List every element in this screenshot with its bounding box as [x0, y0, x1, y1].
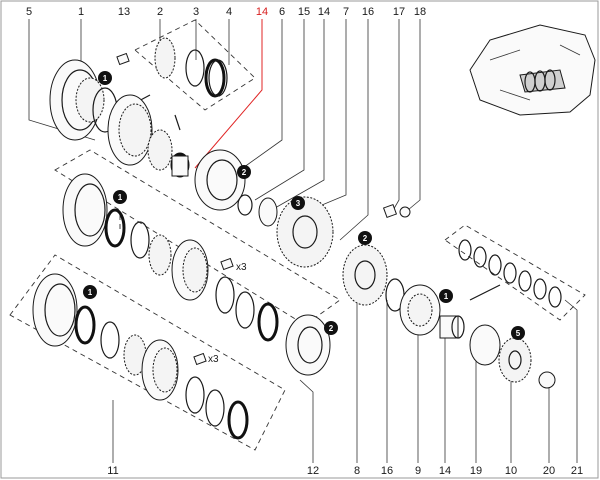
callout-17-top: 17	[393, 6, 405, 18]
callout-14-top-highlighted: 14	[256, 6, 268, 18]
marker-1-right: 1	[444, 292, 449, 301]
marker-1-middle: 1	[118, 193, 123, 202]
callout-6-top: 6	[279, 6, 285, 18]
callout-14-bottom: 14	[439, 465, 451, 477]
circle-markers: 1 2 1 3 2 1 2 1 1 5	[83, 71, 525, 340]
marker-3: 3	[296, 199, 301, 208]
marker-1-top: 1	[103, 74, 108, 83]
callout-11-bottom: 11	[107, 465, 118, 477]
callout-8-bottom: 8	[354, 465, 360, 477]
marker-2-top: 2	[242, 168, 247, 177]
callout-2-top: 2	[157, 6, 163, 18]
callout-16-bottom: 16	[381, 465, 393, 477]
callout-19-bottom: 19	[470, 465, 482, 477]
callout-1-top: 1	[78, 6, 84, 18]
transmission-housing-inset	[469, 24, 596, 116]
synchro-inset-top	[134, 19, 256, 131]
right-shim-group	[444, 224, 586, 321]
callout-18-top: 18	[414, 6, 426, 18]
right-gear-train	[342, 244, 556, 389]
callout-9-bottom: 9	[415, 465, 421, 477]
quantity-label-lower: x3	[208, 354, 219, 365]
callout-4-top: 4	[226, 6, 232, 18]
lower-synchro-group: x3	[9, 254, 286, 451]
marker-5: 5	[516, 329, 521, 338]
bottom-callouts: 11 12 8 16 9 14 19 10 20 21	[107, 465, 583, 477]
middle-synchro-group: x3	[54, 149, 341, 376]
callout-15-top: 15	[298, 6, 310, 18]
callout-16-top: 16	[362, 6, 374, 18]
marker-2-middle: 2	[329, 324, 334, 333]
top-callouts: 5 1 13 2 3 4 14 6 15 14 7 16 17 18	[26, 6, 426, 18]
marker-2-right: 2	[363, 234, 368, 243]
top-gear-row	[49, 59, 411, 268]
callout-20-bottom: 20	[543, 465, 555, 477]
bottom-leader-lines	[112, 295, 578, 463]
callout-14-top: 14	[318, 6, 330, 18]
callout-21-bottom: 21	[571, 465, 583, 477]
part-13-key	[116, 52, 130, 66]
callout-13-top: 13	[118, 6, 130, 18]
callout-10-bottom: 10	[505, 465, 517, 477]
callout-7-top: 7	[343, 6, 349, 18]
marker-1-lower: 1	[88, 288, 93, 297]
callout-3-top: 3	[193, 6, 199, 18]
callout-12-bottom: 12	[307, 465, 319, 477]
callout-5-top: 5	[26, 6, 32, 18]
quantity-label-middle: x3	[236, 262, 247, 273]
